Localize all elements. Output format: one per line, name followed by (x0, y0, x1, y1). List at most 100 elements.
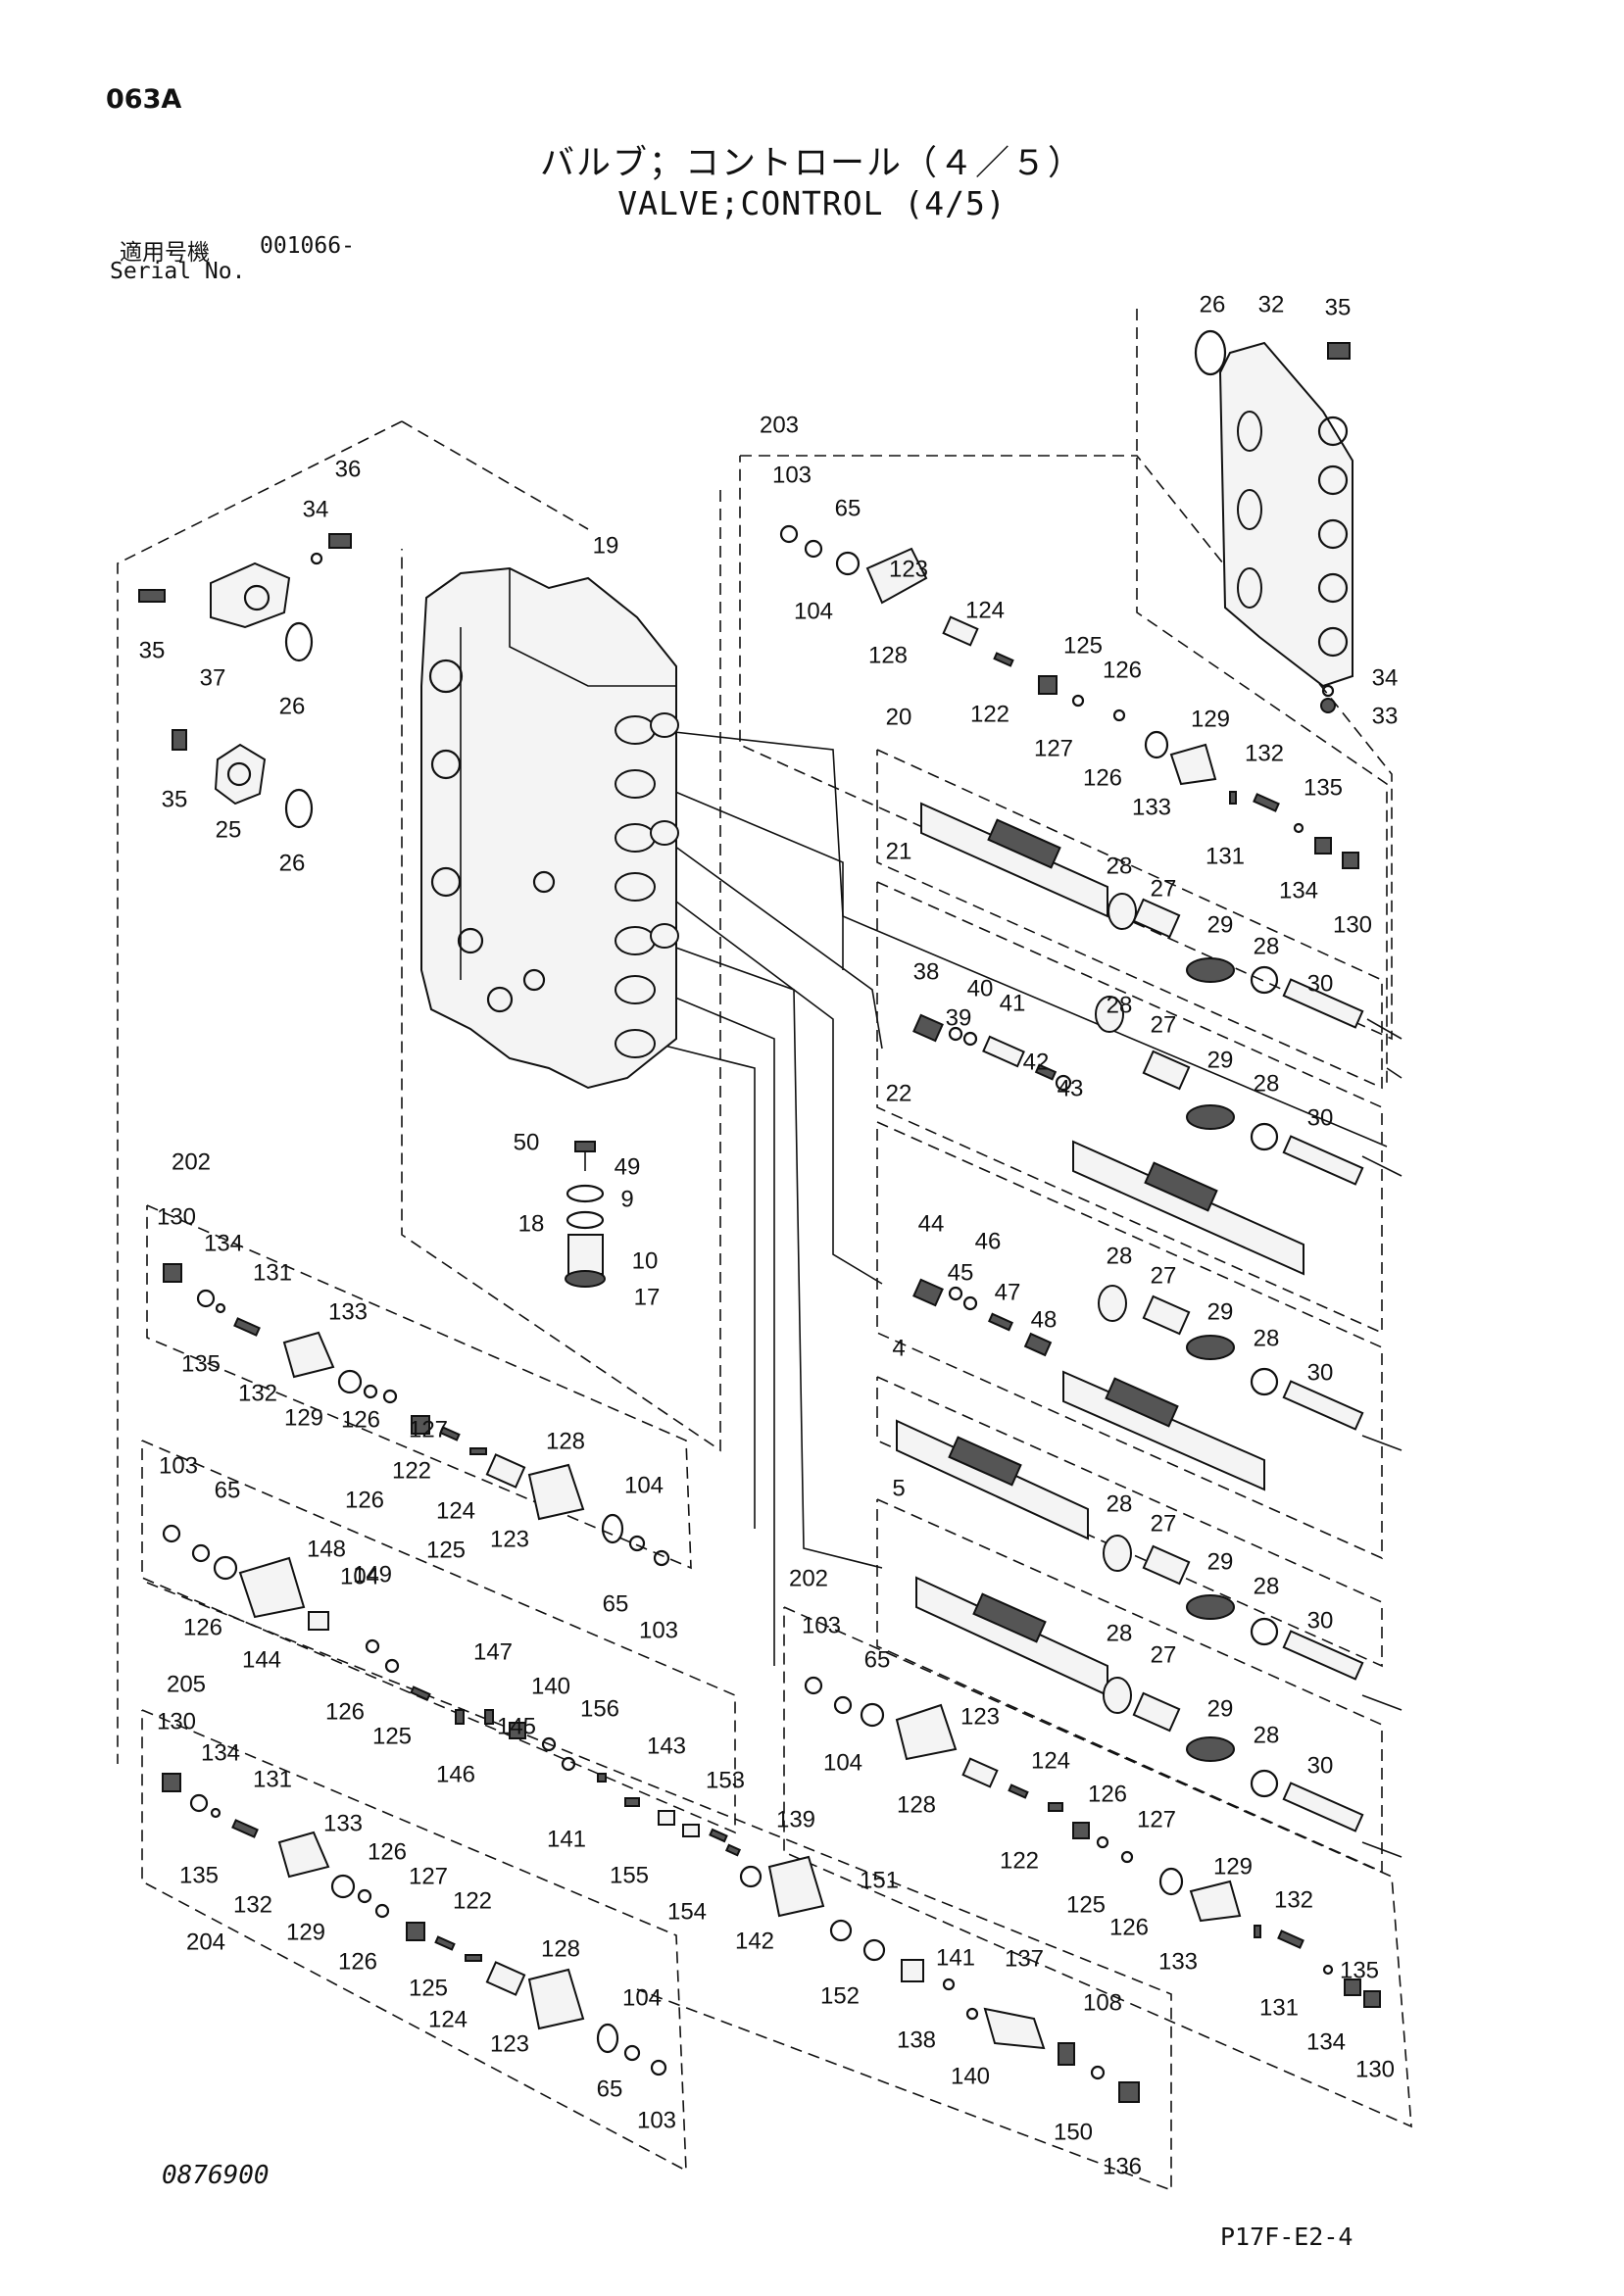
callout-number: 50 (514, 1129, 540, 1155)
group-lower-middle-outline (146, 1582, 1172, 2192)
callout-number: 202 (789, 1565, 828, 1591)
spool-22 (1072, 1140, 1304, 1276)
callout-number: 104 (622, 1984, 662, 2011)
callout-number: 127 (409, 1416, 448, 1442)
callout-number: 35 (162, 786, 188, 812)
callout-number: 129 (1191, 706, 1230, 732)
callout-number: 36 (335, 456, 362, 482)
callout-number: 129 (1213, 1853, 1253, 1880)
callout-number: 65 (835, 495, 861, 521)
group-20-outline (876, 749, 1383, 1090)
callout-number: 136 (1103, 2153, 1142, 2179)
callout-number: 150 (1054, 2119, 1093, 2145)
callout-number: 143 (647, 1733, 686, 1759)
callout-number: 203 (760, 412, 799, 438)
callout-number: 128 (897, 1791, 936, 1818)
callout-number: 128 (868, 642, 908, 668)
callout-number: 29 (1207, 1695, 1234, 1722)
callout-number: 135 (179, 1862, 219, 1888)
callout-number: 155 (610, 1862, 649, 1888)
callout-number: 141 (936, 1944, 975, 1971)
callout-number: 122 (1000, 1847, 1039, 1874)
callout-number: 108 (1083, 1989, 1122, 2016)
callout-number: 126 (325, 1698, 365, 1725)
callout-number: 35 (1325, 294, 1352, 320)
catalog-code: P17F-E2-4 (1220, 2223, 1353, 2251)
callout-number: 126 (368, 1838, 407, 1865)
callout-number: 124 (965, 597, 1005, 623)
callout-number: 126 (341, 1406, 380, 1433)
callout-number: 140 (531, 1673, 570, 1699)
callout-number: 130 (1333, 911, 1372, 938)
callout-number: 135 (181, 1350, 221, 1377)
group-22-outline (876, 1121, 1383, 1560)
callout-number: 28 (1254, 1070, 1280, 1097)
callout-number: 153 (706, 1767, 745, 1793)
group-204-parts (162, 1773, 667, 2076)
callout-number: 29 (1207, 1548, 1234, 1575)
callout-number: 28 (1107, 1243, 1133, 1269)
spring-set-4 (1103, 1535, 1364, 1681)
callout-number: 125 (409, 1975, 448, 2001)
callout-number: 132 (233, 1891, 272, 1918)
callout-number: 127 (1137, 1806, 1176, 1832)
callout-number: 40 (967, 975, 994, 1001)
callout-number: 141 (547, 1826, 586, 1852)
callout-number: 135 (1340, 1957, 1379, 1983)
callout-number: 123 (490, 2030, 529, 2057)
callout-number: 44 (918, 1210, 945, 1237)
callout-number: 17 (634, 1284, 661, 1310)
callout-number: 135 (1304, 774, 1343, 801)
callout-number: 30 (1307, 1752, 1334, 1779)
callout-number: 144 (242, 1646, 281, 1673)
callout-number: 131 (253, 1259, 292, 1286)
callout-number: 29 (1207, 1047, 1234, 1073)
callout-number: 131 (1206, 843, 1245, 869)
callout-number: 134 (204, 1230, 243, 1256)
callout-number: 132 (1274, 1886, 1313, 1913)
callout-number: 28 (1254, 1325, 1280, 1351)
serial-label: Serial No. (110, 259, 246, 284)
callout-number: 130 (157, 1203, 196, 1230)
serial-number-value: 001066- (260, 233, 355, 259)
callout-number: 27 (1151, 1262, 1177, 1289)
callout-number: 129 (284, 1404, 323, 1431)
spring-set-2 (1095, 996, 1364, 1186)
callout-number: 147 (473, 1638, 513, 1665)
callout-number: 131 (253, 1766, 292, 1792)
callout-number: 126 (1109, 1914, 1149, 1940)
callout-number: 103 (772, 462, 812, 488)
callout-number: 32 (1258, 291, 1285, 318)
callout-number: 205 (167, 1671, 206, 1697)
callout-number: 48 (1031, 1306, 1058, 1333)
callout-number: 149 (353, 1561, 392, 1588)
callout-number: 125 (426, 1537, 466, 1563)
callout-number: 27 (1151, 875, 1177, 902)
callout-number: 125 (372, 1723, 412, 1749)
cover-32 (1194, 329, 1353, 713)
page-title: VALVE;CONTROL (4/5) (617, 184, 1007, 222)
callout-number: 122 (970, 701, 1009, 727)
callout-number: 204 (186, 1929, 225, 1955)
callout-number: 5 (892, 1475, 905, 1501)
callout-number: 140 (951, 2063, 990, 2089)
callout-number: 30 (1307, 1104, 1334, 1131)
callout-number: 123 (490, 1526, 529, 1552)
callout-number: 152 (820, 1982, 860, 2009)
callout-number: 126 (345, 1487, 384, 1513)
callout-number: 125 (1063, 632, 1103, 659)
port-plug-stack (565, 1141, 606, 1288)
callout-number: 28 (1107, 992, 1133, 1018)
callout-number: 38 (913, 958, 940, 985)
callout-number: 132 (1245, 740, 1284, 766)
callout-number: 134 (1306, 2028, 1346, 2055)
body-outline-top (401, 420, 589, 530)
callout-number: 128 (541, 1935, 580, 1962)
callout-number: 19 (593, 532, 619, 559)
callout-number: 26 (1200, 291, 1226, 318)
callout-number: 30 (1307, 1607, 1334, 1634)
callout-number: 132 (238, 1380, 277, 1406)
spool-assemblies (896, 802, 1364, 1832)
callout-number: 137 (1005, 1945, 1044, 1972)
callout-number: 103 (637, 2107, 676, 2133)
